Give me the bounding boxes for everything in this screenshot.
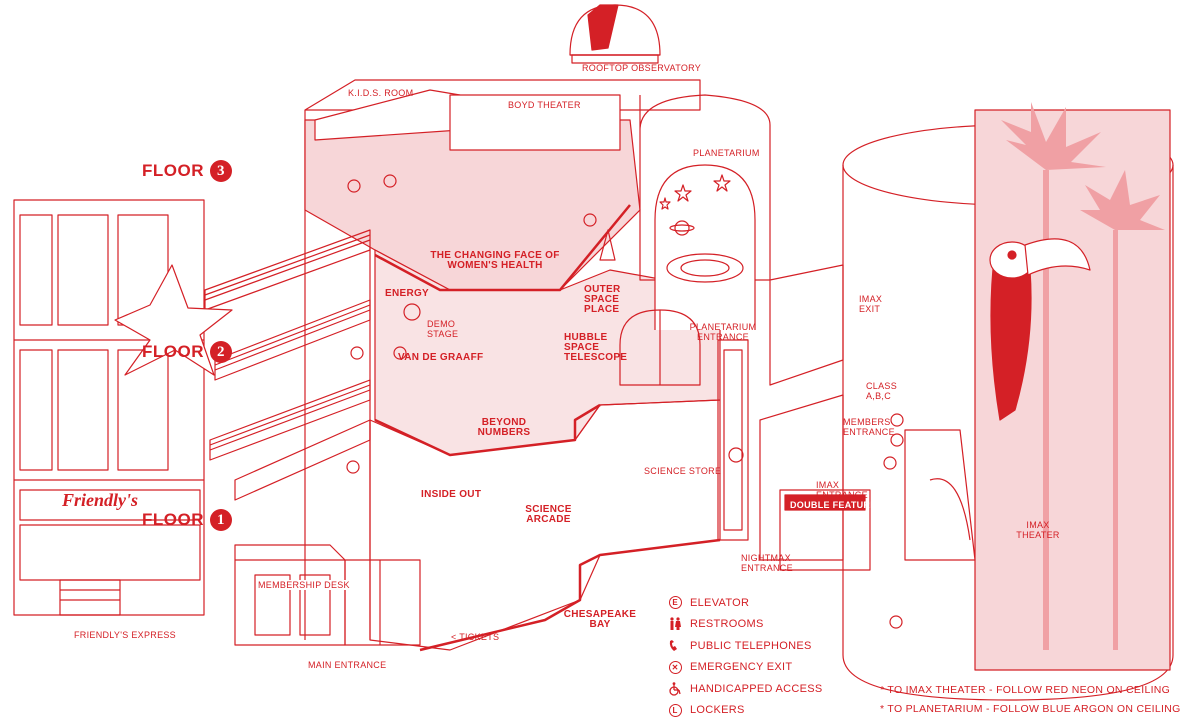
floor-2-label: FLOOR 2 [142,341,232,363]
staircase [205,230,370,500]
elevator-shaft [718,340,748,540]
floor-1-number: 1 [210,509,232,531]
legend-label-lockers: LOCKERS [690,704,745,716]
label-energy[interactable]: ENERGY [385,289,429,299]
label-boyd-theater[interactable]: BOYD THEATER [508,100,581,110]
label-nightmax-entrance[interactable]: NIGHTMAX ENTRANCE [741,553,801,573]
friendlys-sign: Friendly's [62,495,138,505]
label-imax-theater[interactable]: IMAX THEATER [1008,520,1068,540]
label-imax-exit[interactable]: IMAX EXIT [859,294,889,314]
label-science-store[interactable]: SCIENCE STORE [644,466,721,476]
handicapped-icon [666,682,684,696]
label-outer-space-place[interactable]: OUTER SPACE PLACE [584,285,624,315]
legend-item-elevator: E ELEVATOR [666,592,823,614]
floor-3-number: 3 [210,160,232,182]
legend-label-handicapped: HANDICAPPED ACCESS [690,683,823,695]
legend-item-telephones: PUBLIC TELEPHONES [666,635,823,657]
label-rooftop-observatory[interactable]: ROOFTOP OBSERVATORY [582,63,701,73]
note-imax-direction: * TO IMAX THEATER - FOLLOW RED NEON ON C… [880,684,1170,696]
label-inside-out[interactable]: INSIDE OUT [421,490,481,500]
label-double-feature: DOUBLE FEATURE [790,500,877,510]
imax-theater-cylinder [843,102,1173,700]
lockers-icon: L [666,703,684,717]
label-kids-room[interactable]: K.I.D.S. ROOM [348,88,413,98]
label-van-de-graaff[interactable]: VAN DE GRAAFF [398,353,483,363]
legend-label-emergency-exit: EMERGENCY EXIT [690,661,792,673]
label-tickets[interactable]: < TICKETS [451,632,499,642]
label-planetarium-entrance[interactable]: PLANETARIUM ENTRANCE [688,322,758,342]
legend-item-handicapped: HANDICAPPED ACCESS [666,678,823,700]
label-chesapeake-bay[interactable]: CHESAPEAKE BAY [560,610,640,630]
label-demo-stage[interactable]: DEMO STAGE [427,319,457,339]
floor-2-number: 2 [210,341,232,363]
label-science-arcade[interactable]: SCIENCE ARCADE [521,505,576,525]
note-planetarium-direction: * TO PLANETARIUM - FOLLOW BLUE ARGON ON … [880,703,1181,715]
membership-desk-structure [235,545,420,645]
floor-2-text: FLOOR [142,342,204,362]
label-friendlys-express[interactable]: FRIENDLY'S EXPRESS [74,630,176,640]
label-class-abc[interactable]: CLASS A,B,C [866,381,898,401]
legend-label-telephones: PUBLIC TELEPHONES [690,640,812,652]
map-legend: E ELEVATOR RESTROOMS PUBLIC TELEPHONES ✕… [666,592,823,721]
observatory-dome [570,5,660,63]
legend-item-lockers: L LOCKERS [666,700,823,721]
legend-item-restrooms: RESTROOMS [666,614,823,636]
legend-item-emergency-exit: ✕ EMERGENCY EXIT [666,657,823,679]
label-imax-entrance[interactable]: IMAX ENTRANCE [816,480,876,500]
label-beyond-numbers[interactable]: BEYOND NUMBERS [474,418,534,438]
floor-1-label: FLOOR 1 [142,509,232,531]
label-changing-face[interactable]: THE CHANGING FACE OF WOMEN'S HEALTH [430,251,560,271]
main-building [305,80,720,650]
floor-3-label: FLOOR 3 [142,160,232,182]
friendlys-building [14,200,204,615]
legend-label-restrooms: RESTROOMS [690,618,764,630]
label-planetarium[interactable]: PLANETARIUM [693,148,760,158]
restrooms-icon [666,617,684,631]
label-main-entrance[interactable]: MAIN ENTRANCE [308,660,386,670]
floor-3-text: FLOOR [142,161,204,181]
label-members-entrance[interactable]: MEMBERS ENTRANCE [843,417,893,437]
floor-1-text: FLOOR [142,510,204,530]
label-membership-desk[interactable]: MEMBERSHIP DESK [258,580,350,590]
telephone-icon [666,639,684,653]
legend-label-elevator: ELEVATOR [690,597,749,609]
elevator-icon: E [666,596,684,610]
label-hubble[interactable]: HUBBLE SPACE TELESCOPE [564,333,624,363]
emergency-exit-icon: ✕ [666,660,684,674]
